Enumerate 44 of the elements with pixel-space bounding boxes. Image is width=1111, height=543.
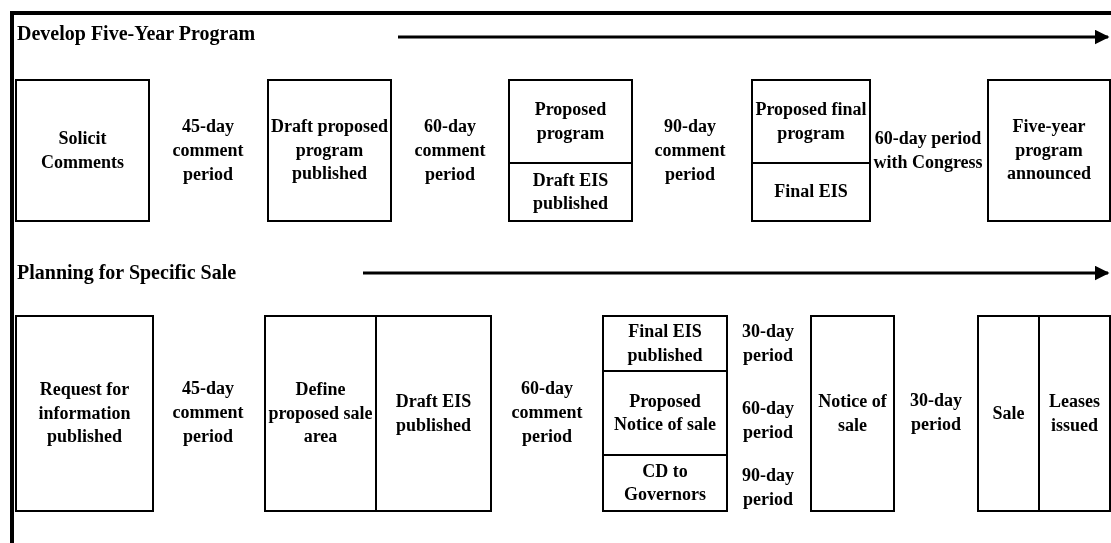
box-text: Draft EIS published — [394, 390, 473, 437]
box-text: Final EIS published — [626, 320, 704, 367]
box-text: Draft EIS published — [531, 168, 610, 215]
period-text: 90-day comment period — [653, 114, 727, 187]
period-text: 60-day comment period — [510, 376, 584, 449]
box-text: CD to Governors — [623, 459, 707, 506]
box-text: Sale — [992, 401, 1025, 425]
process-box — [267, 79, 392, 222]
process-box — [375, 315, 492, 512]
period-text: 45-day comment period — [171, 376, 245, 449]
box-text: Solicit Comments — [40, 127, 125, 174]
process-box — [987, 79, 1111, 222]
process-box — [977, 315, 1040, 512]
period-text: 90-day period — [741, 463, 795, 511]
box-text: Leases issued — [1048, 390, 1101, 437]
process-box — [15, 79, 150, 222]
box-text: Five-year program announced — [1005, 115, 1092, 186]
process-box — [810, 315, 895, 512]
box-text: Notice of sale — [817, 390, 888, 437]
process-box — [751, 162, 871, 222]
box-text: Proposed program — [533, 98, 608, 145]
process-box — [751, 79, 871, 164]
process-box — [602, 370, 728, 456]
period-text: 30-day period — [741, 319, 795, 367]
period-text: 60-day period with Congress — [873, 126, 983, 174]
period-text: 45-day comment period — [171, 114, 245, 187]
period-text: 30-day period — [909, 388, 963, 436]
process-box — [15, 315, 154, 512]
process-box — [508, 79, 633, 164]
section-heading: Develop Five-Year Program — [17, 20, 257, 47]
period-text: 60-day period — [741, 396, 795, 444]
box-text: Request for information published — [37, 378, 132, 449]
section-heading: Planning for Specific Sale — [17, 259, 238, 286]
process-box — [508, 162, 633, 222]
process-box — [602, 454, 728, 512]
process-box — [264, 315, 377, 512]
box-text: Final EIS — [774, 180, 848, 204]
box-text: Define proposed sale area — [267, 378, 374, 449]
process-box — [1038, 315, 1111, 512]
box-text: Draft proposed program published — [269, 115, 390, 186]
box-text: Proposed Notice of sale — [613, 389, 717, 436]
process-box — [602, 315, 728, 372]
box-text: Proposed final program — [754, 98, 868, 145]
period-text: 60-day comment period — [413, 114, 487, 187]
